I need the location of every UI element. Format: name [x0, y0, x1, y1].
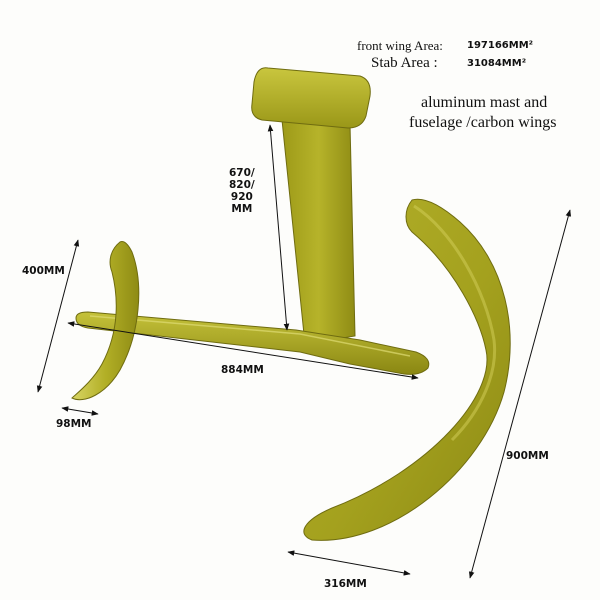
wing-span-label: 900MM — [506, 450, 549, 462]
stab-chord-label: 98MM — [56, 418, 92, 430]
fuselage-dimension-line — [67, 321, 419, 380]
mast-length-line-2: 820/ — [229, 179, 255, 192]
mast-length-line-4: MM — [231, 203, 253, 216]
mast — [281, 119, 356, 345]
mast-length-line-1: 670/ — [229, 167, 255, 179]
mounting-plate — [251, 67, 371, 129]
wing-span-dimension-line — [468, 209, 572, 579]
mast-length-label: 670/ 820/ 920 MM — [229, 167, 255, 215]
wing-chord-dimension-line — [287, 550, 411, 576]
front-wing-area-value: 197166MM² — [467, 40, 534, 51]
mast-dimension-line — [267, 124, 290, 331]
mast-length-line-3: 920 — [230, 191, 253, 204]
stab-area-label: Stab Area : — [371, 55, 438, 71]
fuselage-length-label: 884MM — [221, 364, 264, 376]
front-wing-area-label: front wing Area: — [357, 38, 443, 53]
wing-chord-label: 316MM — [324, 578, 367, 590]
stab-chord-dimension-line — [61, 406, 99, 416]
stab-span-dimension-line — [36, 239, 80, 393]
material-line-2: fuselage /carbon wings — [409, 114, 557, 131]
stab-span-label: 400MM — [22, 265, 65, 277]
material-line-1: aluminum mast and — [421, 94, 548, 111]
stab-area-value: 31084MM² — [467, 58, 527, 69]
